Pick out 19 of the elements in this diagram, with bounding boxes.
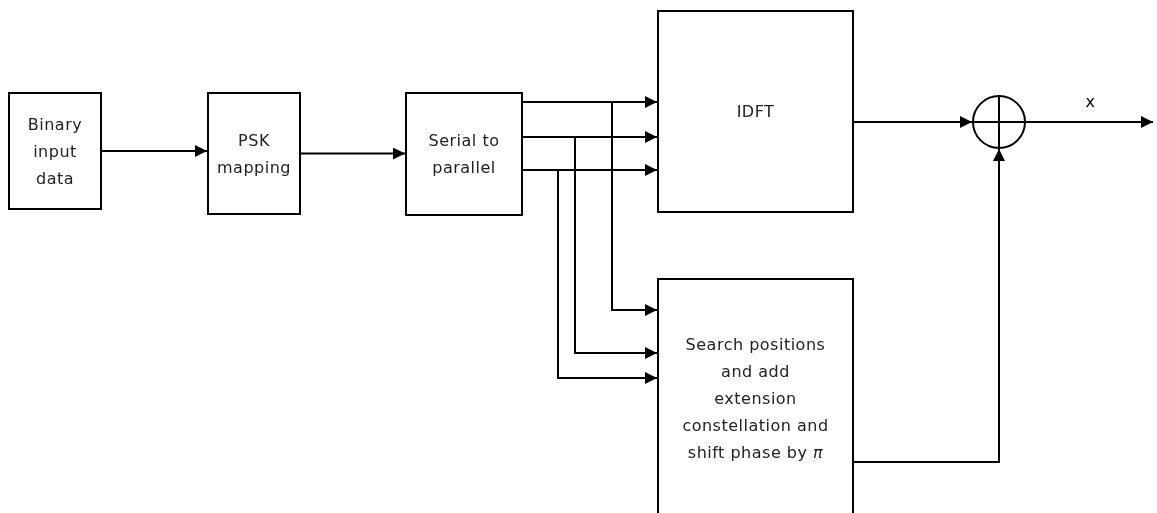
block-label: Search positions and add extension constellation and shift phase by π [681,333,830,464]
process-box [405,92,523,216]
process-box [8,92,102,210]
process-box [207,92,301,215]
arrow [853,148,1005,463]
arrow [101,145,208,157]
arrow [1025,116,1154,128]
block-label: Binary input data [26,113,84,190]
process-box [657,10,854,213]
arrow [300,147,406,160]
block-label: Serial to parallel [427,130,501,179]
process-box [657,278,854,513]
arrow [522,169,658,384]
adder-circle [972,95,1026,149]
block-label: IDFT [735,101,776,123]
arrow [522,136,658,359]
arrow [522,101,658,316]
block-label: PSK mapping [216,129,292,179]
arrow [853,116,973,128]
